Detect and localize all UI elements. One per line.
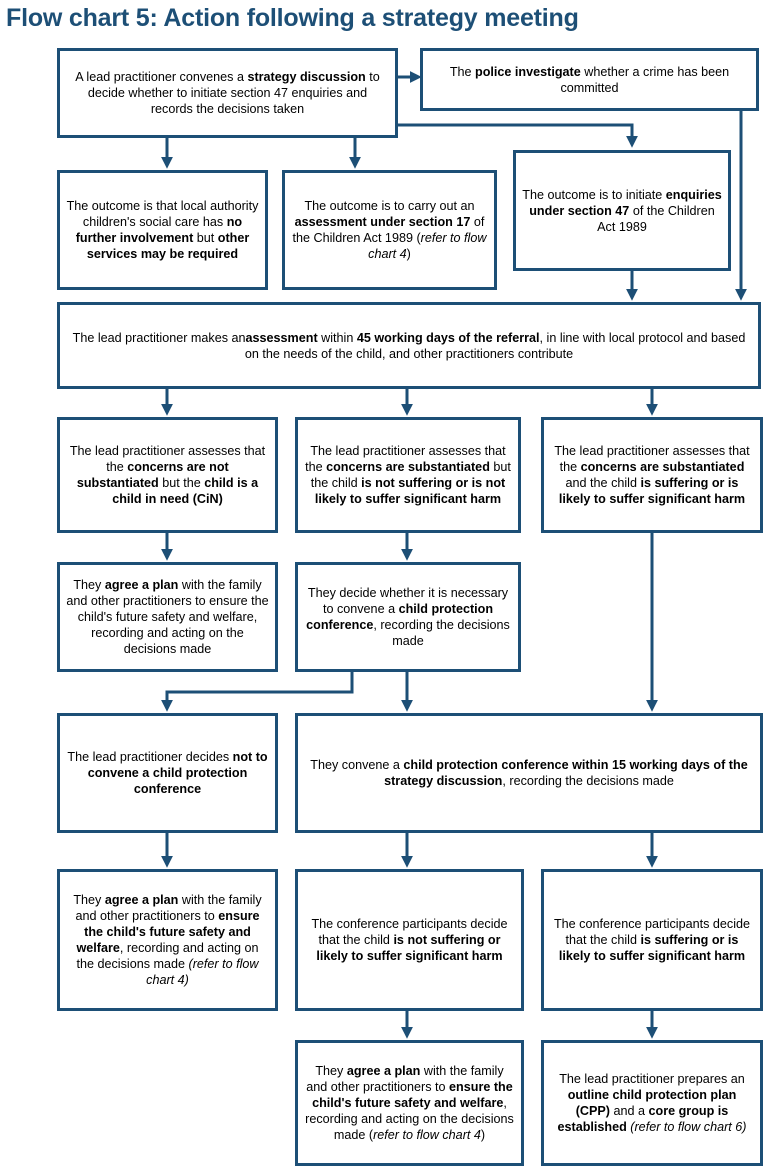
agree-plan-conference-text: They agree a plan with the family and ot… — [305, 1064, 514, 1142]
section-47-box: The outcome is to initiate enquiries und… — [513, 150, 731, 271]
substantiated-suffering-text: The lead practitioner assesses that the … — [554, 444, 750, 506]
cpp-text: The lead practitioner prepares an outlin… — [557, 1072, 747, 1134]
not-substantiated-box: The lead practitioner assesses that the … — [57, 417, 278, 533]
decide-convene-text: They decide whether it is necessary to c… — [306, 586, 510, 648]
convene-conference-text: They convene a child protection conferen… — [310, 758, 748, 788]
decide-convene-box: They decide whether it is necessary to c… — [295, 562, 521, 672]
conference-suffering-box: The conference participants decide that … — [541, 869, 763, 1011]
substantiated-not-suffering-text: The lead practitioner assesses that the … — [305, 444, 511, 506]
agree-plan-conference-box: They agree a plan with the family and ot… — [295, 1040, 524, 1166]
not-substantiated-text: The lead practitioner assesses that the … — [69, 444, 266, 506]
section-47-text: The outcome is to initiate enquiries und… — [522, 187, 722, 234]
agree-plan-safety-box: They agree a plan with the family and ot… — [57, 869, 278, 1011]
agree-plan-cin-box: They agree a plan with the family and ot… — [57, 562, 278, 672]
no-further-involvement-text: The outcome is that local authority chil… — [66, 199, 259, 261]
police-investigate-box: The police investigate whether a crime h… — [420, 48, 759, 111]
not-convene-text: The lead practitioner decides not to con… — [67, 750, 268, 796]
substantiated-not-suffering-box: The lead practitioner assesses that the … — [295, 417, 521, 533]
page-title: Flow chart 5: Action following a strateg… — [6, 4, 579, 32]
arrow-strategy-to-section47 — [398, 123, 638, 148]
not-convene-box: The lead practitioner decides not to con… — [57, 713, 278, 833]
section-17-text: The outcome is to carry out an assessmen… — [292, 199, 487, 261]
agree-plan-safety-text: They agree a plan with the family and ot… — [73, 893, 262, 987]
assessment-text: The lead practitioner makes anassessment… — [72, 330, 746, 361]
conference-suffering-text: The conference participants decide that … — [553, 917, 751, 963]
strategy-discussion-text: A lead practitioner convenes a strategy … — [75, 70, 380, 116]
no-further-involvement-box: The outcome is that local authority chil… — [57, 170, 268, 290]
cpp-box: The lead practitioner prepares an outlin… — [541, 1040, 763, 1166]
convene-conference-box: They convene a child protection conferen… — [295, 713, 763, 833]
police-investigate-text: The police investigate whether a crime h… — [449, 64, 730, 95]
section-17-box: The outcome is to carry out an assessmen… — [282, 170, 497, 290]
strategy-discussion-box: A lead practitioner convenes a strategy … — [57, 48, 398, 138]
conference-not-suffering-box: The conference participants decide that … — [295, 869, 524, 1011]
agree-plan-cin-text: They agree a plan with the family and ot… — [66, 578, 269, 656]
arrow-decide-to-not-convene — [161, 672, 354, 712]
assessment-box: The lead practitioner makes anassessment… — [57, 302, 761, 389]
substantiated-suffering-box: The lead practitioner assesses that the … — [541, 417, 763, 533]
conference-not-suffering-text: The conference participants decide that … — [311, 917, 508, 963]
